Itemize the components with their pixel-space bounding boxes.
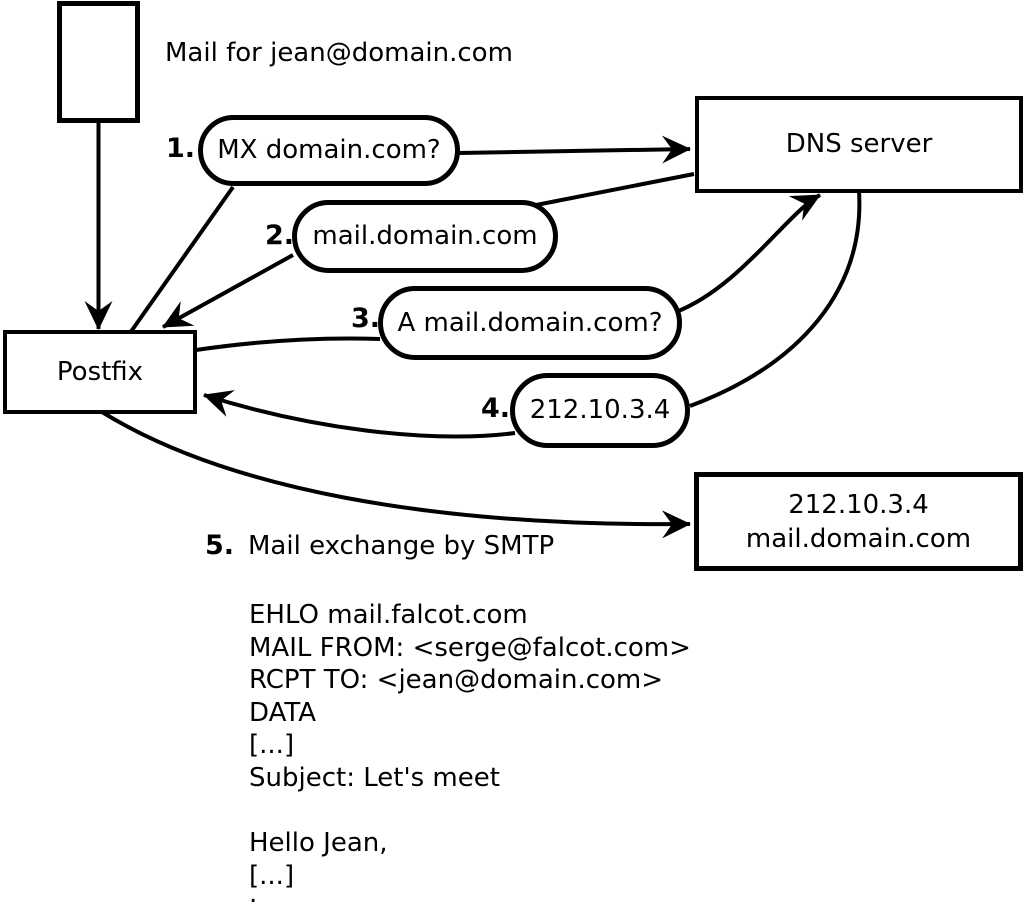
- smtp-transcript: EHLO mail.falcot.com MAIL FROM: <serge@f…: [249, 599, 691, 911]
- answer-mx-pill: mail.domain.com: [292, 200, 558, 273]
- step-5-label: Mail exchange by SMTP: [248, 531, 555, 561]
- smtp-data-terminator: .: [249, 879, 258, 910]
- smtp-line: EHLO mail.falcot.com: [249, 600, 528, 630]
- smtp-line: DATA: [249, 697, 316, 728]
- step-1-number: 1.: [166, 133, 196, 164]
- arrow-answer-mx-to-postfix: [162, 253, 294, 329]
- answer-a-label: 212.10.3.4: [529, 395, 671, 426]
- mail-envelope-shape: [57, 1, 140, 123]
- line-postfix-to-query-a: [195, 336, 381, 352]
- query-mx-label: MX domain.com?: [217, 135, 441, 166]
- smtp-line: Subject: Let's meet: [249, 762, 500, 793]
- smtp-line: RCPT TO: <jean@domain.com>: [249, 665, 664, 696]
- arrow-query-mx-to-dns: [457, 135, 691, 164]
- smtp-line: [...]: [249, 860, 295, 891]
- postfix-label: Postfix: [56, 356, 144, 387]
- dns-server-label: DNS server: [785, 129, 933, 160]
- query-mx-pill: MX domain.com?: [198, 115, 460, 186]
- query-a-label: A mail.domain.com?: [397, 307, 663, 338]
- arrow-postfix-to-mailserver: [100, 410, 691, 539]
- mailserver-box: 212.10.3.4 mail.domain.com: [694, 472, 1023, 571]
- query-a-pill: A mail.domain.com?: [378, 286, 682, 360]
- postfix-box: Postfix: [3, 330, 197, 414]
- dns-server-box: DNS server: [695, 96, 1023, 193]
- answer-mx-label: mail.domain.com: [312, 221, 538, 252]
- smtp-line: Hello Jean,: [249, 828, 388, 859]
- smtp-line: MAIL FROM: <serge@falcot.com>: [249, 632, 691, 663]
- line-dns-to-answer-mx: [530, 172, 695, 208]
- step-4-number: 4.: [481, 393, 511, 424]
- answer-a-pill: 212.10.3.4: [510, 373, 690, 448]
- mailserver-ip: 212.10.3.4: [788, 489, 929, 520]
- mail-note: Mail for jean@domain.com: [165, 38, 513, 68]
- arrow-query-a-to-dns: [675, 193, 821, 314]
- line-dns-to-answer-a: [689, 190, 862, 408]
- step-2-number: 2.: [265, 220, 295, 251]
- line-postfix-to-query-mx: [128, 185, 235, 335]
- step-3-number: 3.: [351, 303, 381, 334]
- smtp-blank-line: [249, 795, 691, 828]
- mailserver-hostname: mail.domain.com: [745, 523, 972, 554]
- arrow-answer-a-to-postfix: [203, 390, 516, 439]
- smtp-line: [...]: [249, 730, 295, 761]
- step-5-number: 5.: [205, 530, 235, 561]
